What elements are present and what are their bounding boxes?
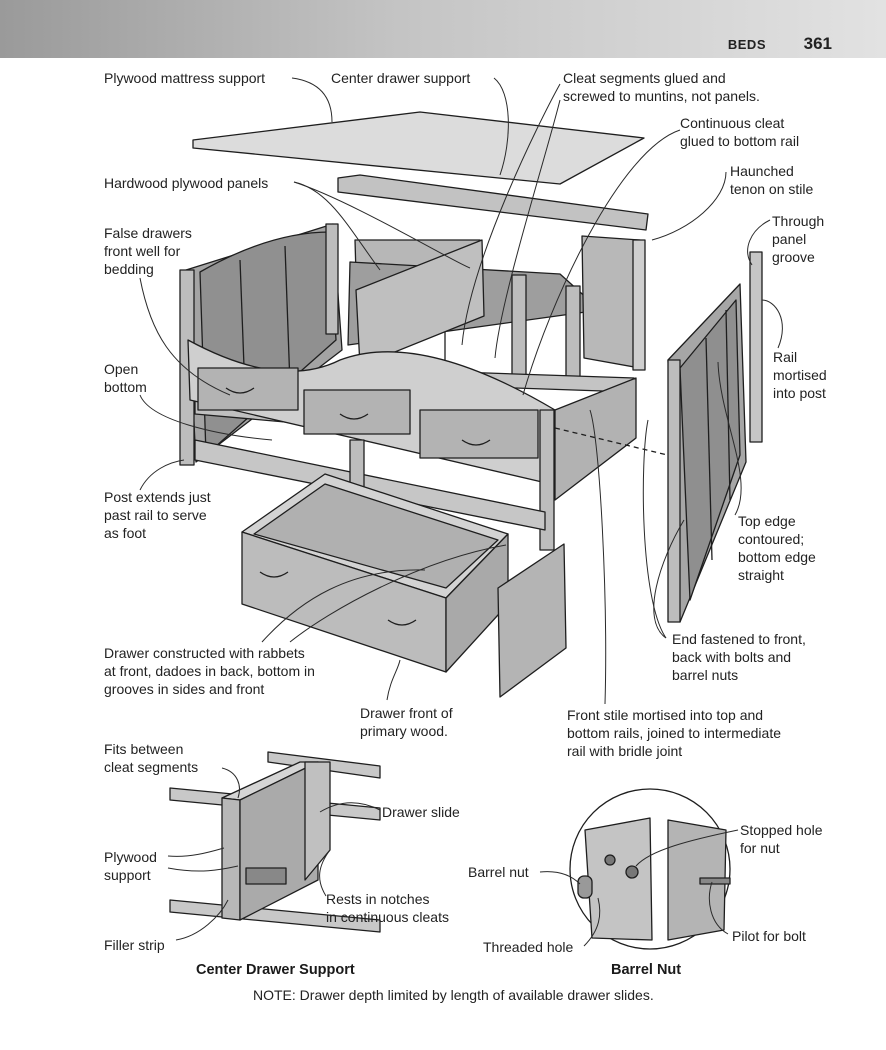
drawer-front (497, 543, 567, 698)
center-support-detail (169, 751, 381, 933)
label-end-fastened: End fastened to front,back with bolts an… (672, 631, 806, 683)
right-end-assembly (667, 251, 763, 623)
center-drawer-support-part (337, 174, 649, 231)
caption-center-drawer-support: Center Drawer Support (196, 962, 355, 978)
label-pilot-for-bolt: Pilot for bolt (732, 928, 806, 944)
label-plywood-mattress-support: Plywood mattress support (104, 70, 266, 86)
caption-barrel-nut: Barrel Nut (611, 962, 682, 978)
section-title: BEDS (727, 37, 766, 52)
mattress-support-panel (192, 111, 645, 185)
page-header: BEDS 361 (0, 0, 886, 58)
label-center-drawer-support: Center drawer support (331, 70, 471, 86)
bottom-rail (194, 439, 546, 531)
label-threaded-hole: Threaded hole (483, 939, 574, 955)
label-filler-strip: Filler strip (104, 937, 165, 953)
front-rail-assembly (187, 339, 637, 551)
barrel-nut-detail (569, 788, 731, 950)
label-hardwood-plywood-panels: Hardwood plywood panels (104, 175, 269, 191)
page-number: 361 (803, 34, 832, 53)
center-support-board (355, 239, 485, 367)
label-barrel-nut: Barrel nut (468, 864, 529, 880)
footnote: NOTE: Drawer depth limited by length of … (253, 987, 654, 1003)
drawer (241, 473, 509, 673)
label-drawer-slide: Drawer slide (382, 804, 460, 820)
leader-lines (139, 77, 783, 947)
